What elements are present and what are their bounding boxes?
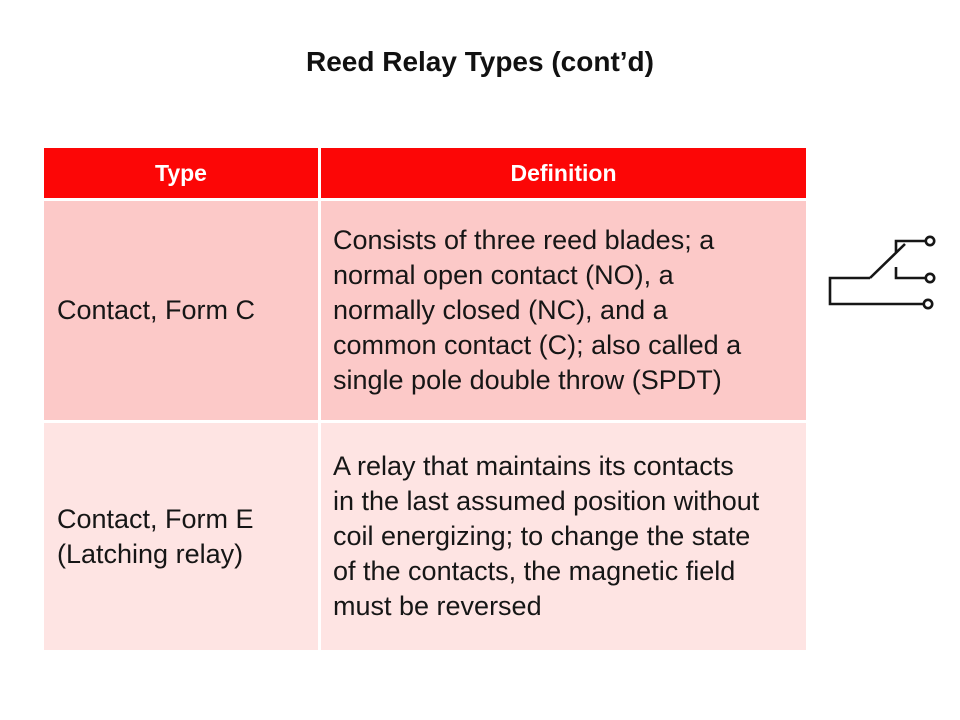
table-row: Contact, Form C — [44, 201, 318, 420]
terminal-circle-top — [924, 235, 936, 247]
table-header-type-label: Type — [155, 159, 207, 186]
spdt-switch-symbol — [828, 235, 936, 310]
definition-cell-form-e: A relay that maintains its contacts in t… — [333, 451, 760, 621]
table-row: Consists of three reed blades; a normal … — [321, 201, 806, 420]
type-cell-form-c: Contact, Form C — [57, 295, 256, 325]
type-cell-form-e: Contact, Form E (Latching relay) — [57, 503, 254, 569]
table-header-type: Type — [44, 148, 318, 198]
relay-types-table: Type Definition Contact, Form C Consists… — [44, 148, 806, 650]
terminal-circle-middle — [924, 272, 936, 284]
table-header-definition: Definition — [321, 148, 806, 198]
page-title: Reed Relay Types (cont’d) — [305, 46, 654, 77]
table-row: A relay that maintains its contacts in t… — [321, 423, 806, 650]
table-header-definition-label: Definition — [510, 159, 617, 186]
spdt-switch-lines — [828, 235, 936, 310]
definition-cell-form-c: Consists of three reed blades; a normal … — [333, 225, 742, 395]
terminal-circle-bottom — [922, 298, 934, 310]
table-row: Contact, Form E (Latching relay) — [44, 423, 318, 650]
